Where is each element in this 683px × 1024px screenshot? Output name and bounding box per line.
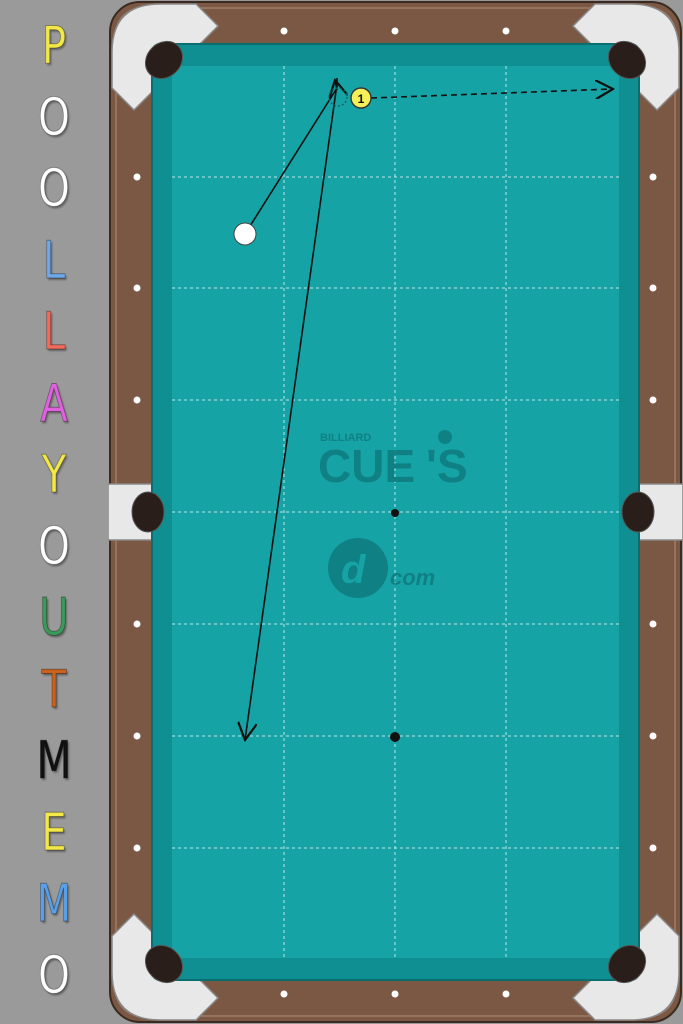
title-letter: Y xyxy=(41,445,67,505)
title-letter: L xyxy=(42,302,66,362)
title-letter: A xyxy=(40,373,69,434)
watermark-top: BILLIARD xyxy=(320,432,371,444)
pool-table[interactable]: BILLIARD CUE 'S d com 1 xyxy=(108,0,683,1024)
title-letter: T xyxy=(41,659,67,720)
title-letter: M xyxy=(36,874,72,934)
ghost-ball xyxy=(328,87,348,107)
pockets xyxy=(131,40,655,984)
pocket-top-right xyxy=(607,40,647,80)
title-letter: M xyxy=(36,731,72,791)
watermark: BILLIARD CUE 'S d com xyxy=(318,430,468,598)
title-letter: O xyxy=(38,87,71,148)
watermark-main: CUE xyxy=(318,440,415,492)
ball-1[interactable]: 1 xyxy=(350,87,372,109)
watermark-domain: com xyxy=(390,565,435,590)
foot-spot xyxy=(390,732,400,742)
pocket-middle-left xyxy=(131,491,165,533)
title-letter: O xyxy=(38,516,71,577)
pocket-top-left xyxy=(144,40,184,80)
pocket-bottom-left xyxy=(144,944,184,984)
title-letter: O xyxy=(38,945,71,1006)
grid-lines xyxy=(172,66,619,958)
cue-return-path xyxy=(245,83,338,740)
svg-text:d: d xyxy=(341,548,367,592)
object-ball-path xyxy=(370,89,613,98)
title-letter: L xyxy=(42,230,66,291)
title-letter: E xyxy=(41,802,67,863)
title-letter: O xyxy=(38,159,71,219)
cue-ball[interactable] xyxy=(233,222,257,246)
rail-diamonds xyxy=(133,27,657,998)
center-spot xyxy=(391,509,399,517)
title-letter: U xyxy=(39,588,69,648)
title-letter: P xyxy=(41,16,67,76)
pocket-middle-right xyxy=(621,491,655,533)
watermark-suffix: 'S xyxy=(426,440,468,492)
ball-1-label: 1 xyxy=(358,92,365,106)
pocket-bottom-right xyxy=(607,944,647,984)
